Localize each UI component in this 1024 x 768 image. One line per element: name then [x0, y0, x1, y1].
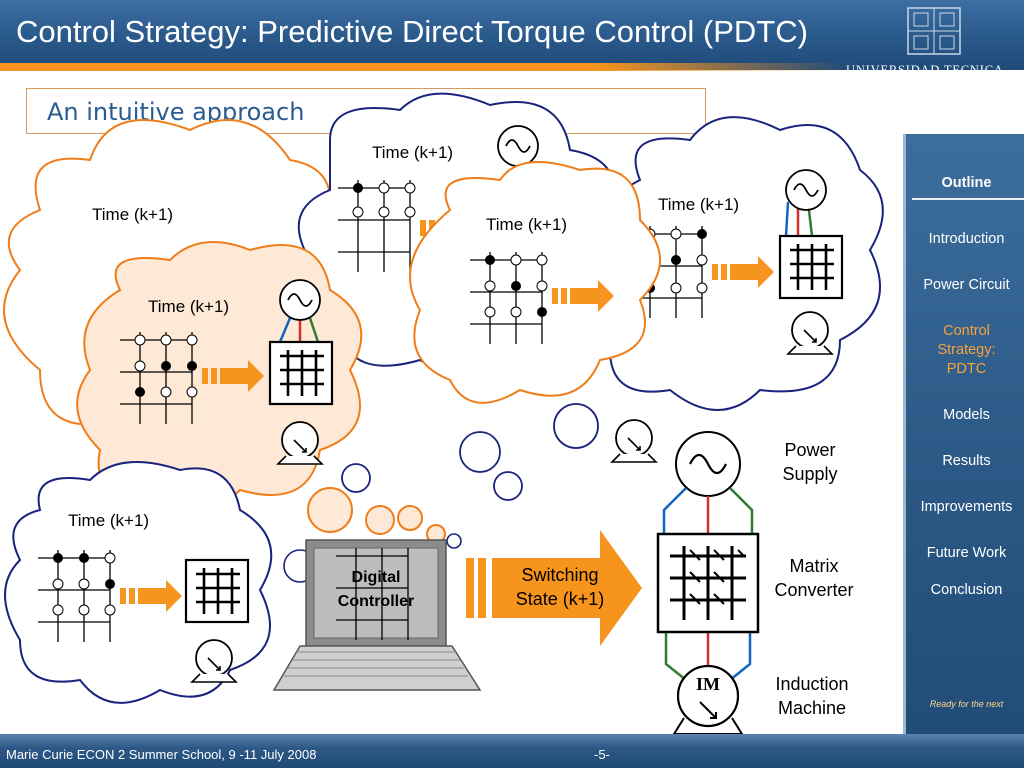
slide-footer: Marie Curie ECON 2 Summer School, 9 -11 … [0, 734, 1024, 768]
sidebar-divider [912, 198, 1024, 200]
switching-label-line2: State (k+1) [516, 589, 605, 609]
prediction-cloud-3: Time (k+1) [586, 116, 884, 411]
power-supply-label-line1: Power [784, 440, 835, 460]
sidebar-item-conclusion[interactable]: Conclusion [930, 582, 1003, 598]
matrix-converter-label-line2: Converter [774, 580, 853, 600]
sidebar-item-future-work[interactable]: Future Work [926, 545, 1007, 561]
induction-machine-label-line1: Induction [775, 674, 848, 694]
prediction-cloud-6: Time (k+1) [4, 461, 273, 704]
outline-sidebar: Outline Introduction Power Circuit Contr… [903, 134, 1024, 734]
university-crest-icon [907, 7, 961, 55]
page-number: -5- [594, 747, 610, 762]
controller-label-line2: Controller [338, 593, 414, 610]
pdtc-diagram: Time (k+1) Time (k+1) Time (k+1) Time (k… [3, 92, 884, 734]
time-label: Time (k+1) [68, 511, 149, 530]
university-name-line1: UNIVERSIDAD TECNICA [846, 63, 1004, 77]
digital-controller-laptop: Digital Controller [272, 539, 482, 691]
power-supply-label-line2: Supply [782, 464, 837, 484]
matrix-converter-label-line1: Matrix [790, 556, 839, 576]
time-label: Time (k+1) [92, 205, 173, 224]
switching-label-line1: Switching [521, 565, 598, 585]
sidebar-heading-outline[interactable]: Outline [941, 175, 992, 191]
sidebar-item-introduction[interactable]: Introduction [928, 231, 1005, 247]
connection-wires [662, 487, 754, 681]
prediction-cloud-4: Time (k+1) [409, 161, 661, 463]
header-accent-rule [0, 63, 850, 71]
slide-title: Control Strategy: Predictive Direct Torq… [16, 14, 808, 49]
university-name-line2: FEDERICO SANTA MARIA [846, 76, 1012, 90]
controller-label-line1: Digital [352, 569, 401, 586]
motor-abbrev: IM [696, 674, 720, 694]
sidebar-item-models[interactable]: Models [943, 407, 990, 423]
university-name: UNIVERSIDAD TECNICA FEDERICO SANTA MARIA [846, 64, 1024, 90]
slide-subtitle: An intuitive approach [47, 98, 305, 126]
thought-bubbles [283, 403, 599, 593]
power-supply: Power Supply [675, 431, 838, 497]
time-label: Time (k+1) [148, 297, 229, 316]
sidebar-ready-note: Ready for the next [929, 699, 1004, 709]
prediction-cloud-5: Time (k+1) [76, 241, 363, 511]
time-label: Time (k+1) [486, 215, 567, 234]
time-label: Time (k+1) [658, 195, 739, 214]
induction-machine: IM Induction Machine [672, 664, 849, 734]
slide-header: Control Strategy: Predictive Direct Torq… [0, 0, 1024, 90]
matrix-converter: Matrix Converter [656, 532, 854, 634]
footer-event-text: Marie Curie ECON 2 Summer School, 9 -11 … [6, 747, 317, 762]
sidebar-item-results[interactable]: Results [942, 453, 991, 469]
switching-state-arrow: Switching State (k+1) [466, 530, 642, 646]
time-label: Time (k+1) [372, 143, 453, 162]
sidebar-item-improvements[interactable]: Improvements [920, 499, 1013, 515]
sidebar-item-power-circuit[interactable]: Power Circuit [923, 277, 1010, 293]
induction-machine-label-line2: Machine [778, 698, 846, 718]
